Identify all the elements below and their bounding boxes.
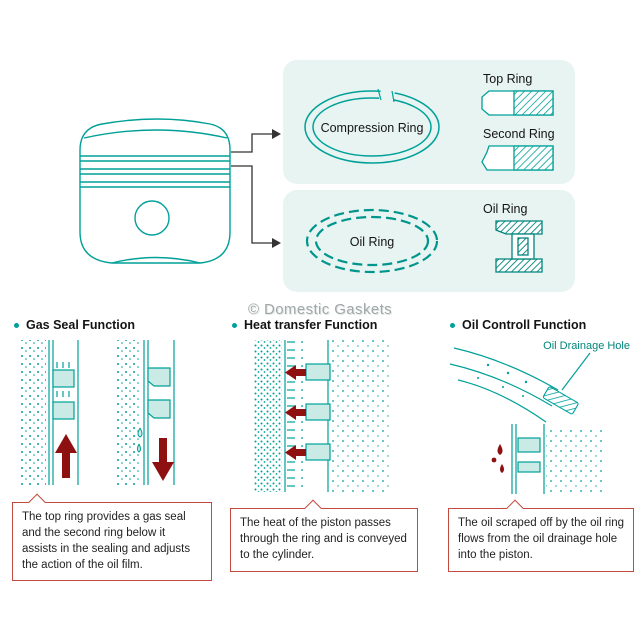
oil-control-header: Oil Controll Function — [448, 318, 634, 332]
ring-1 — [305, 363, 331, 381]
piston-body — [546, 430, 604, 494]
arrowhead-compression — [272, 129, 281, 139]
gas-region-2 — [115, 340, 141, 485]
gas-seal-caption: The top ring provides a gas seal and the… — [12, 493, 212, 582]
gas-seal-diagram — [20, 340, 175, 485]
top-diagram: Compression Ring Oil Ring Top Ring Secon… — [79, 60, 575, 292]
section-heat-transfer: Heat transfer Function The heat of the p… — [230, 318, 440, 572]
second-ring-label: Second Ring — [483, 127, 555, 141]
arrowhead-oil — [272, 238, 281, 248]
top-ring — [52, 369, 75, 388]
oil-ring-drawing — [305, 208, 439, 274]
compression-ring-label: Compression Ring — [321, 121, 424, 135]
oil-drainage-hole-label: Oil Drainage Hole — [543, 340, 630, 352]
gas-region — [20, 340, 46, 485]
pressure-ticks — [56, 362, 70, 397]
gas-seal-caption-text: The top ring provides a gas seal and the… — [22, 511, 191, 571]
oil-droplets — [491, 444, 504, 473]
caption-tail — [304, 499, 322, 517]
second-ring-2 — [147, 399, 171, 419]
oil-ring-cross-section — [495, 220, 543, 273]
bullet-icon — [14, 322, 19, 328]
oil-control-diagram: Oil Drainage Hole — [449, 340, 630, 494]
gas-seal-header: Gas Seal Function — [12, 318, 224, 332]
gas-pressure-up-arrow — [55, 434, 77, 478]
oil-scrape-down-arrow — [152, 438, 174, 481]
cylinder-wall — [254, 340, 282, 492]
watermark: © Domestic Gaskets — [247, 301, 393, 318]
second-ring — [52, 401, 75, 420]
second-ring-cross-section — [481, 145, 554, 171]
compression-ring-drawing — [304, 90, 440, 164]
ring-gap-edge — [391, 90, 395, 103]
ring-3 — [305, 443, 331, 461]
connector-lines — [231, 133, 272, 244]
heat-transfer-diagram — [254, 340, 390, 492]
oil-control-caption-text: The oil scraped off by the oil ring flow… — [458, 517, 624, 561]
caption-tail — [28, 493, 46, 511]
piston-drawing — [79, 118, 231, 264]
top-ring-cross-section — [481, 90, 554, 116]
oil-control-caption: The oil scraped off by the oil ring flow… — [448, 499, 634, 572]
slanted-cylinder-band — [449, 347, 559, 423]
top-ring-label: Top Ring — [483, 72, 532, 86]
bullet-icon — [232, 322, 237, 328]
section-oil-control: Oil Controll Function Oil Drainage Hole — [448, 318, 634, 572]
oil-ring-segment — [542, 386, 579, 415]
gas-seal-title: Gas Seal Function — [26, 318, 136, 332]
top-ring-2 — [147, 367, 171, 387]
heat-flow-arrows — [285, 365, 306, 460]
band-dots — [477, 363, 528, 397]
ring-gap — [378, 84, 396, 106]
oil-ring-label: Oil Ring — [350, 235, 395, 249]
ring-gap-edge — [377, 88, 382, 101]
oil-control-title: Oil Controll Function — [462, 318, 587, 332]
oil-droplets — [137, 427, 143, 453]
leader-line — [561, 352, 591, 391]
ring-2 — [305, 403, 331, 421]
heat-transfer-title: Heat transfer Function — [244, 318, 378, 332]
bullet-icon — [450, 322, 455, 328]
heat-transfer-caption: The heat of the piston passes through th… — [230, 499, 418, 572]
oil-ring-cs-label: Oil Ring — [483, 202, 528, 216]
compression-ring-cs — [517, 437, 541, 453]
oil-ring-cs — [517, 461, 541, 473]
piston-body — [330, 340, 390, 492]
heat-transfer-header: Heat transfer Function — [230, 318, 440, 332]
heat-transfer-caption-text: The heat of the piston passes through th… — [240, 517, 407, 561]
section-gas-seal: Gas Seal Function — [12, 318, 224, 582]
caption-tail — [506, 499, 524, 517]
